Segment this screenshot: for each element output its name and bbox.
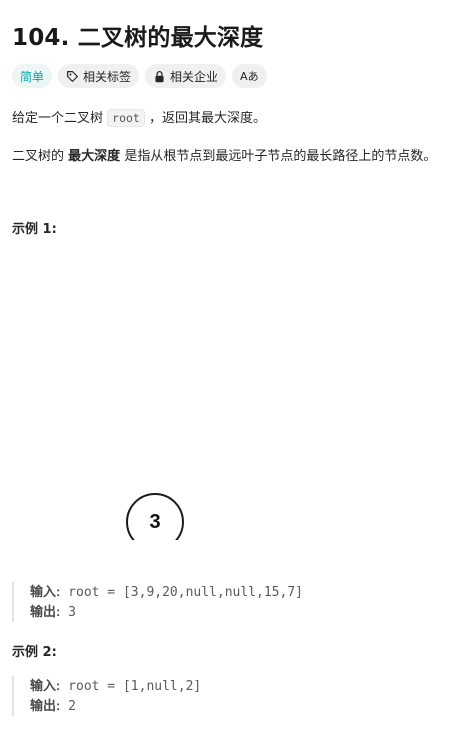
lock-icon [155,70,164,82]
example-2-title: 示例 2: [12,645,57,660]
example-2-code-block: 输入: root = [1,null,2] 输出: 2 [12,676,201,716]
description-line-1: 给定一个二叉树 root ，返回其最大深度。 [12,109,267,127]
example-1-code-block: 输入: root = [3,9,20,null,null,15,7] 输出: 3 [12,582,303,622]
problem-title: 二叉树的最大深度 [77,25,264,51]
description-line-2: 二叉树的 最大深度 是指从根节点到最远叶子节点的最长路径上的节点数。 [12,149,437,164]
tag-icon [67,70,78,82]
translate-icon: Aあ [240,70,259,83]
related-topics-label: 相关标签 [83,69,132,84]
inline-code-root: root [107,109,145,127]
example-1-output-line: 输出: 3 [30,604,76,620]
difficulty-label: 简单 [20,69,45,84]
related-topics-button[interactable]: 相关标签 [58,64,140,88]
example-2-input-line: 输入: root = [1,null,2] [30,678,202,694]
tree-node-label: 3 [149,511,160,533]
problem-number: 104. [12,25,70,51]
tree-node-3 [126,493,184,540]
example-1-tree-diagram: 3 9 20 15 7 [126,493,184,540]
example-1-input-line: 输入: root = [3,9,20,null,null,15,7] [30,584,303,600]
example-1-title: 示例 1: [12,222,57,237]
tag-bar: 简单 相关标签 相关企业 Aあ [12,64,267,88]
page-title: 104. 二叉树的最大深度 [12,18,263,52]
related-companies-button[interactable]: 相关企业 [145,64,227,88]
example-2-output-line: 输出: 2 [30,698,76,714]
font-toggle-button[interactable]: Aあ [232,64,267,88]
difficulty-badge[interactable]: 简单 [12,64,53,88]
related-companies-label: 相关企业 [170,69,219,84]
